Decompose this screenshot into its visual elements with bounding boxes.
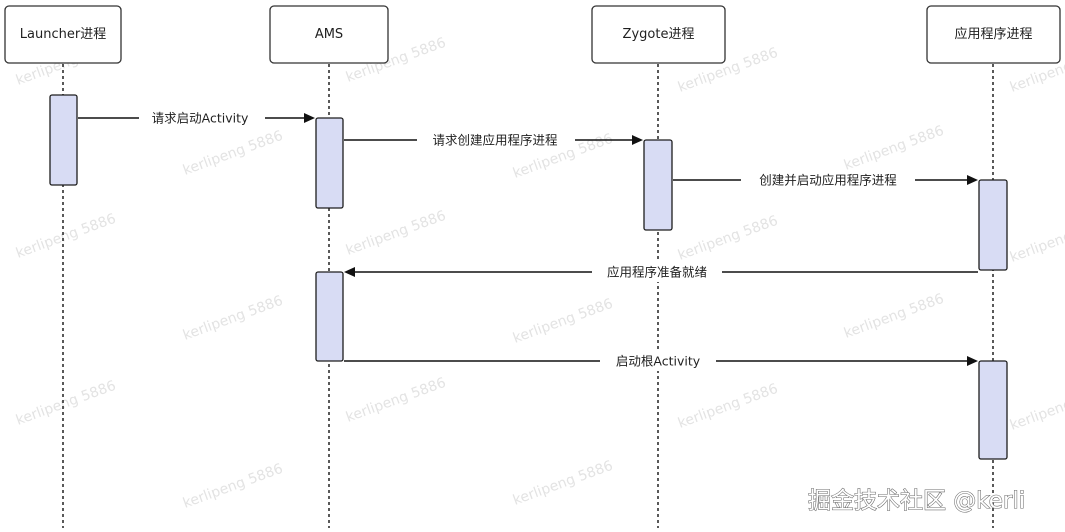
watermark-text: kerlipeng 5886: [842, 291, 946, 342]
participant-box: [591, 5, 726, 64]
watermark-text: kerlipeng 5886: [14, 378, 118, 429]
participant-app: 应用程序进程: [926, 5, 1061, 64]
participant-zygote: Zygote进程: [591, 5, 726, 64]
watermark-text: kerlipeng 5886: [511, 458, 615, 509]
message-label: 创建并启动应用程序进程: [759, 173, 897, 188]
arrowhead-right: [967, 175, 978, 185]
message-label: 启动根Activity: [616, 354, 701, 369]
activation-app-1: [978, 179, 1008, 271]
participant-label: 应用程序进程: [954, 26, 1032, 42]
watermark-layer: kerlipeng 5886 kerlipeng 5886 kerlipeng …: [14, 35, 1065, 512]
message-label-bg: [592, 262, 722, 282]
watermark-text: kerlipeng 5886: [842, 123, 946, 174]
arrowhead-right: [304, 113, 315, 123]
watermark-text: kerlipeng 5886: [181, 128, 285, 179]
activation-app-2: [978, 360, 1008, 460]
watermark-text: kerlipeng 5886: [181, 293, 285, 344]
participant-ams: AMS: [269, 5, 389, 64]
participant-box: [269, 5, 389, 64]
message-app-ready: 应用程序准备就绪: [344, 262, 978, 282]
watermark-text: kerlipeng 5886: [676, 213, 780, 264]
participant-label: Launcher进程: [20, 27, 106, 42]
watermark-text: kerlipeng 5886: [676, 381, 780, 432]
watermark-text: kerlipeng 5886: [1008, 383, 1065, 434]
activations: [49, 94, 1008, 460]
activation-ams-1: [315, 117, 344, 209]
message-label-bg: [600, 351, 716, 371]
participant-box: [4, 5, 122, 64]
participant-box: [926, 5, 1061, 64]
participant-label: Zygote进程: [623, 27, 695, 42]
watermark-text: kerlipeng 5886: [344, 375, 448, 426]
message-create-and-start-process: 创建并启动应用程序进程: [673, 170, 978, 190]
watermark-text: kerlipeng 5886: [1008, 215, 1065, 266]
watermark-text: kerlipeng 5886: [14, 211, 118, 262]
activation-ams-2: [315, 271, 344, 362]
participant-label: AMS: [315, 27, 343, 42]
message-label-bg: [139, 108, 265, 128]
message-label: 请求启动Activity: [152, 111, 249, 126]
watermark-text: kerlipeng 5886: [344, 208, 448, 259]
message-label-bg: [417, 130, 575, 150]
message-label: 请求创建应用程序进程: [432, 133, 558, 148]
message-label-bg: [741, 170, 915, 190]
message-start-root-activity: 启动根Activity: [344, 351, 978, 371]
arrowhead-left: [344, 267, 355, 277]
messages: 请求启动Activity 请求创建应用程序进程 创建并启动应用程序进程 应用程序…: [78, 108, 978, 371]
activation-launcher: [49, 94, 78, 186]
watermark-text: kerlipeng 5886: [511, 296, 615, 347]
watermark-text: kerlipeng 5886: [181, 461, 285, 512]
participants: Launcher进程 AMS Zygote进程 应用程序进程: [4, 5, 1061, 64]
brand-watermark: 掘金技术社区 @kerli: [808, 488, 1025, 514]
message-label: 应用程序准备就绪: [607, 265, 707, 280]
participant-launcher: Launcher进程: [4, 5, 122, 64]
arrowhead-right: [632, 135, 643, 145]
message-request-start-activity: 请求启动Activity: [78, 108, 315, 128]
message-request-create-process: 请求创建应用程序进程: [344, 130, 643, 150]
activation-zygote: [643, 139, 673, 231]
arrowhead-right: [967, 356, 978, 366]
